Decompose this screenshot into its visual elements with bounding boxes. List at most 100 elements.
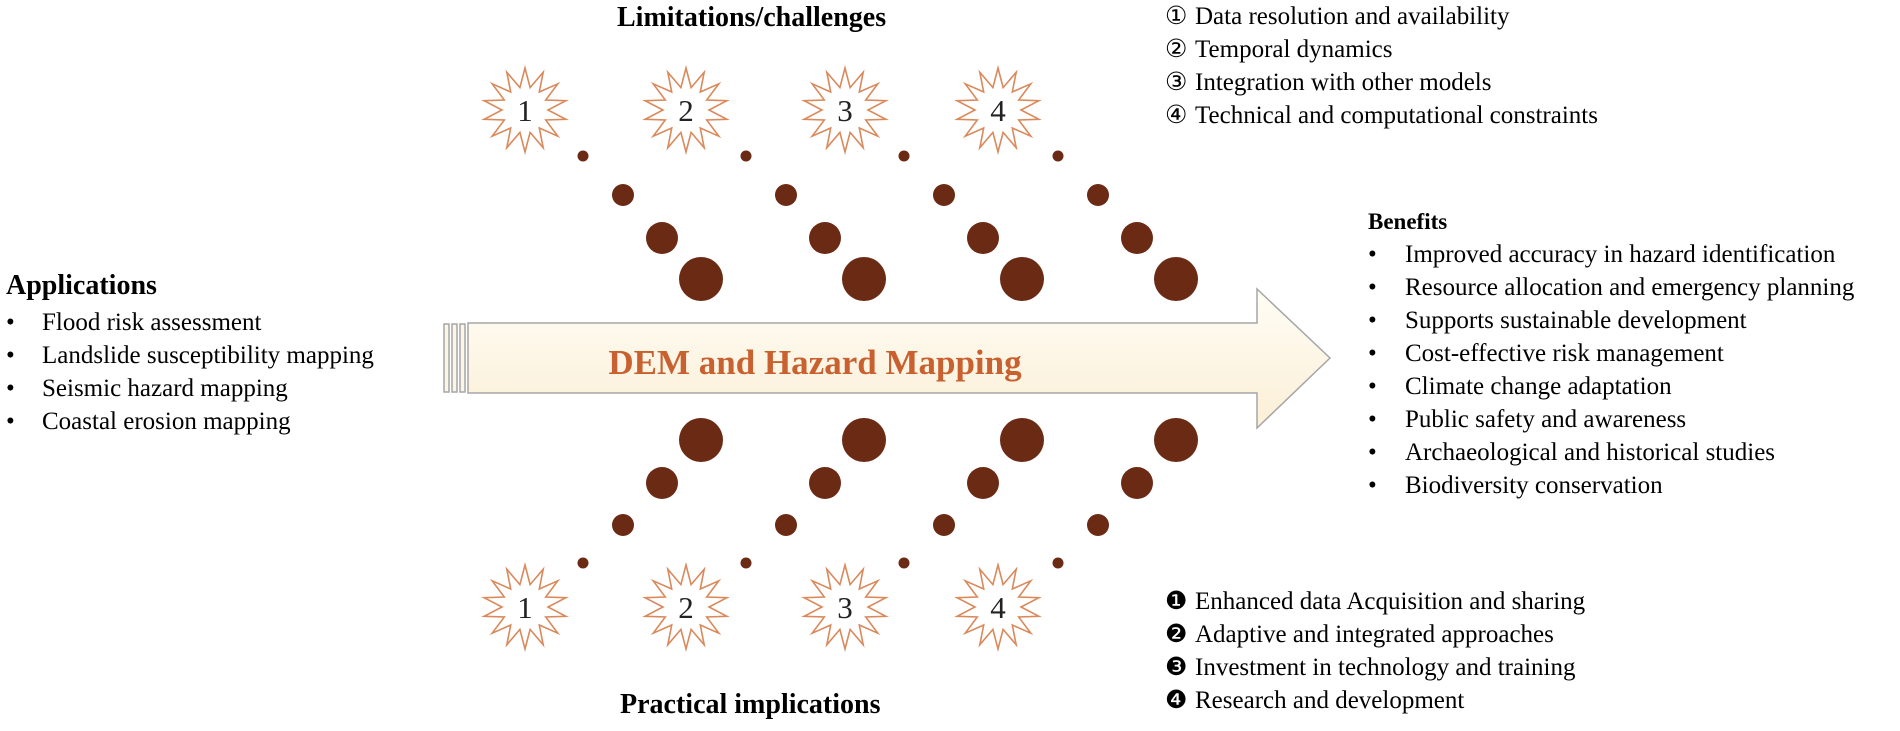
bullet-icon: • [1368,439,1377,466]
bullet-icon: • [1368,373,1377,400]
practical-text: Investment in technology and training [1195,654,1576,681]
practical-marker: ❷ [1165,621,1188,648]
practical-text: Enhanced data Acquisition and sharing [1195,588,1586,615]
bullet-icon: • [1368,406,1377,433]
chain-dot [967,222,999,254]
chain-dot [740,150,752,162]
practical-marker: ❶ [1165,588,1188,615]
chain-dot [1121,467,1153,499]
star-marker-number: 2 [678,93,694,128]
benefits-list: • Improved accuracy in hazard identificat… [1368,238,1854,502]
starburst-icon [642,561,730,653]
practical-text: Research and development [1195,687,1465,714]
bullet-icon: • [6,408,15,435]
limitation-text: Temporal dynamics [1195,36,1393,63]
application-text: Coastal erosion mapping [42,408,291,435]
star-marker-number: 2 [678,590,694,625]
arrow-tail-stripe [443,323,450,393]
chain-dot [612,184,634,206]
chain-dot [842,257,886,301]
main-arrow [443,287,1332,430]
benefit-item: • Archaeological and historical studies [1368,436,1854,469]
practical-text: Adaptive and integrated approaches [1195,621,1554,648]
practical-item: ❶ Enhanced data Acquisition and sharing [1165,585,1585,618]
application-item: •Landslide susceptibility mapping [6,339,374,372]
chain-dot [1121,222,1153,254]
chain-dot [577,150,589,162]
benefit-item: •Cost-effective risk management [1368,337,1854,370]
chain-dot [740,557,752,569]
benefit-text: Improved accuracy in hazard identificati… [1405,241,1836,268]
benefit-text: Archaeological and historical studies [1405,439,1776,466]
limitation-text: Data resolution and availability [1195,3,1510,30]
limitations-title: Limitations/challenges [617,2,887,33]
chain-dot [933,184,955,206]
chain-dot [679,257,723,301]
bullet-icon: • [1368,472,1377,499]
limitation-item: ① Data resolution and availability [1165,0,1598,33]
limitation-item: ④ Technical and computational constraints [1165,99,1598,132]
benefits-title: Benefits [1368,209,1448,234]
star-marker-number: 1 [517,93,533,128]
chain-dot [809,222,841,254]
chain-dot [646,222,678,254]
bullet-icon: • [1368,241,1377,268]
chain-dot [577,557,589,569]
application-text: Seismic hazard mapping [42,375,288,402]
applications-list: •Flood risk assessment •Landslide suscep… [6,306,374,438]
chain-dot [775,184,797,206]
bullet-icon: • [6,309,15,336]
arrow-body [467,287,1332,430]
limitation-marker: ③ [1165,69,1188,96]
bullet-icon: • [6,375,15,402]
chain-dot [1000,257,1044,301]
star-marker-number: 4 [990,93,1006,128]
starburst-icon [481,64,569,156]
chain-dot [967,467,999,499]
bullet-icon: • [6,342,15,369]
chain-dot [898,150,910,162]
benefit-item: • Improved accuracy in hazard identificat… [1368,238,1854,271]
benefit-text: Resource allocation and emergency planni… [1405,274,1855,301]
benefit-text: Cost-effective risk management [1405,340,1724,367]
star-marker-number: 1 [517,590,533,625]
central-label: DEM and Hazard Mapping [608,343,1022,382]
chain-dot [646,467,678,499]
dot-chains [577,150,1198,569]
applications-title: Applications [6,270,157,301]
practical-item: ❷ Adaptive and integrated approaches [1165,618,1585,651]
arrow-tail-stripe [451,323,458,393]
limitation-text: Integration with other models [1195,69,1492,96]
bullet-icon: • [1368,307,1377,334]
chain-dot [1154,257,1198,301]
starburst-icon [481,561,569,653]
bullet-icon: • [1368,274,1377,301]
benefit-item: • Resource allocation and emergency plann… [1368,271,1854,304]
limitation-item: ③ Integration with other models [1165,66,1598,99]
top-star-markers: 1 2 3 4 [481,64,1042,156]
chain-dot [809,467,841,499]
limitation-marker: ④ [1165,102,1188,129]
chain-dot [933,514,955,536]
chain-dot [1154,418,1198,462]
practical-list: ❶ Enhanced data Acquisition and sharing ❷… [1165,585,1585,717]
benefit-text: Biodiversity conservation [1405,472,1663,499]
chain-dot [775,514,797,536]
practical-title: Practical implications [620,689,881,720]
arrow-tail-stripe [459,323,466,393]
benefit-item: •Supports sustainable development [1368,304,1854,337]
limitation-text: Technical and computational constraints [1195,102,1598,129]
application-item: • Seismic hazard mapping [6,372,374,405]
limitation-marker: ② [1165,36,1188,63]
star-marker-number: 4 [990,590,1006,625]
star-marker-number: 3 [837,93,853,128]
starburst-icon [801,561,889,653]
chain-dot [842,418,886,462]
chain-dot [612,514,634,536]
benefit-item: •Public safety and awareness [1368,403,1854,436]
limitation-marker: ① [1165,3,1188,30]
application-item: •Flood risk assessment [6,306,374,339]
